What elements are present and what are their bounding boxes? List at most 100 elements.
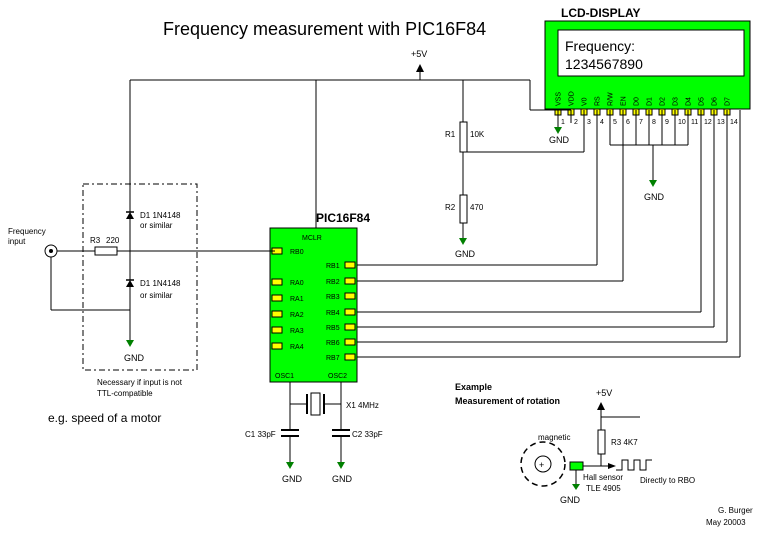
pic-pin-rb1: [344, 261, 356, 269]
hall-sensor: [569, 461, 584, 471]
magnet-hub: [534, 455, 552, 473]
magnetic-label: magnetic: [538, 433, 570, 442]
protection-box: [82, 183, 198, 371]
d1-lower-sub: or similar: [140, 291, 173, 300]
c2-label: C2 33pF: [352, 430, 383, 439]
lcd-pin-label-3: V0: [582, 97, 589, 106]
pic-pin-rb3: [344, 292, 356, 300]
lcd-title: LCD-DISPLAY: [561, 6, 641, 20]
lcd-pin-label-14: D7: [725, 97, 732, 106]
gnd-label-r2: GND: [455, 249, 476, 259]
lcd-pin-number-1: 1: [561, 119, 565, 126]
pic-pin-rb2: [344, 277, 356, 285]
r3-name: R3: [90, 236, 101, 245]
gnd-symbol-lcd: [554, 127, 562, 134]
pic-pin-rb5: [344, 323, 356, 331]
example-title-2: Measurement of rotation: [455, 396, 560, 406]
lcd-pin-label-10: D3: [673, 97, 680, 106]
d1-upper-sub: or similar: [140, 221, 173, 230]
gnd-label-hall: GND: [560, 495, 581, 505]
r2-resistor: [459, 194, 468, 224]
lcd-pin-number-13: 13: [717, 119, 725, 126]
gnd-symbol-hall: [572, 484, 580, 490]
diode-d1-lower: [126, 280, 134, 287]
c1-label: C1 33pF: [245, 430, 276, 439]
lcd-pin-number-9: 9: [665, 119, 669, 126]
gnd-symbol-lcd-data: [649, 180, 657, 187]
lcd-pin-label-11: D4: [686, 97, 693, 106]
vcc-label-main: +5V: [411, 49, 427, 59]
hall-label-1: Hall sensor: [583, 473, 623, 482]
lcd-pin-number-7: 7: [639, 119, 643, 126]
lcd-pin-label-12: D5: [699, 97, 706, 106]
directly-label: Directly to RBO: [640, 476, 695, 485]
diode-d1-upper: [126, 212, 134, 219]
x1-label: X1 4MHz: [346, 401, 379, 410]
pic-osc1-label: OSC1: [275, 373, 294, 380]
gnd-symbol-input: [126, 340, 134, 347]
pic-pin-label-ra3: RA3: [290, 328, 304, 335]
d1-lower-label: D1 1N4148: [140, 279, 181, 288]
pic-pin-label-ra1: RA1: [290, 296, 304, 303]
example-caption: e.g. speed of a motor: [48, 411, 161, 425]
author-name: G. Burger: [718, 506, 753, 515]
lcd-pin-label-2: VDD: [569, 91, 576, 106]
pic-pin-label-ra0: RA0: [290, 280, 304, 287]
lcd-screen: [557, 29, 745, 77]
crystal-x1: [310, 392, 321, 416]
lcd-line1: Frequency:: [565, 38, 635, 54]
pic-osc2-label: OSC2: [328, 373, 347, 380]
r1-value: 10K: [470, 130, 485, 139]
magnet-plus: +: [539, 460, 544, 470]
lcd-pin-label-7: D0: [634, 97, 641, 106]
magnet-wheel: [520, 441, 566, 487]
pic-pin-label-ra4: RA4: [290, 344, 304, 351]
vcc-label-example: +5V: [596, 388, 612, 398]
r3-value: 220: [106, 236, 120, 245]
lcd-pin-number-4: 4: [600, 119, 604, 126]
gnd-label-lcd: GND: [549, 135, 570, 145]
lcd-pin-number-6: 6: [626, 119, 630, 126]
r1-resistor: [459, 121, 468, 153]
lcd-pin-label-13: D6: [712, 97, 719, 106]
protection-note-2: TTL-compatible: [97, 389, 153, 398]
gnd-label-c1: GND: [282, 474, 303, 484]
lcd-pin-label-1: VSS: [556, 92, 563, 106]
pic-mclr-label: MCLR: [302, 235, 322, 242]
input-label-1: Frequency: [8, 227, 46, 236]
lcd-pin-number-8: 8: [652, 119, 656, 126]
pic-pin-label-rb7: RB7: [326, 355, 340, 362]
pic-pin-rb6: [344, 338, 356, 346]
gnd-label-lcd-data: GND: [644, 192, 665, 202]
gnd-label-c2: GND: [332, 474, 353, 484]
vcc-arrow-main: [416, 64, 424, 72]
lcd-pin-label-4: RS: [595, 96, 602, 106]
lcd-pin-label-5: R/W: [608, 92, 615, 106]
input-connector-center: [49, 249, 53, 253]
pic-pin-rb4: [344, 308, 356, 316]
input-label-2: input: [8, 237, 26, 246]
pic-pin-label-ra2: RA2: [290, 312, 304, 319]
r2-value: 470: [470, 203, 484, 212]
lcd-pin-number-3: 3: [587, 119, 591, 126]
diagram-title: Frequency measurement with PIC16F84: [163, 19, 486, 39]
pic-pin-label-rb2: RB2: [326, 279, 340, 286]
r3-pullup: [597, 429, 606, 455]
lcd-pin-number-5: 5: [613, 119, 617, 126]
signal-arrow: [608, 463, 616, 469]
pic-pin-ra3: [271, 326, 283, 334]
hall-label-2: TLE 4905: [586, 484, 621, 493]
pic-pin-label-rb3: RB3: [326, 294, 340, 301]
lcd-pin-label-6: EN: [621, 96, 628, 106]
gnd-symbol-r2: [459, 238, 467, 245]
gnd-symbol-c1: [286, 462, 294, 469]
vcc-arrow-example: [597, 402, 605, 410]
pic-pin-ra1: [271, 294, 283, 302]
lcd-pin-number-2: 2: [574, 119, 578, 126]
lcd-pin-label-9: D2: [660, 97, 667, 106]
lcd-pin-number-10: 10: [678, 119, 686, 126]
pic-pin-label-rb1: RB1: [326, 263, 340, 270]
r3-pullup-label: R3 4K7: [611, 438, 638, 447]
